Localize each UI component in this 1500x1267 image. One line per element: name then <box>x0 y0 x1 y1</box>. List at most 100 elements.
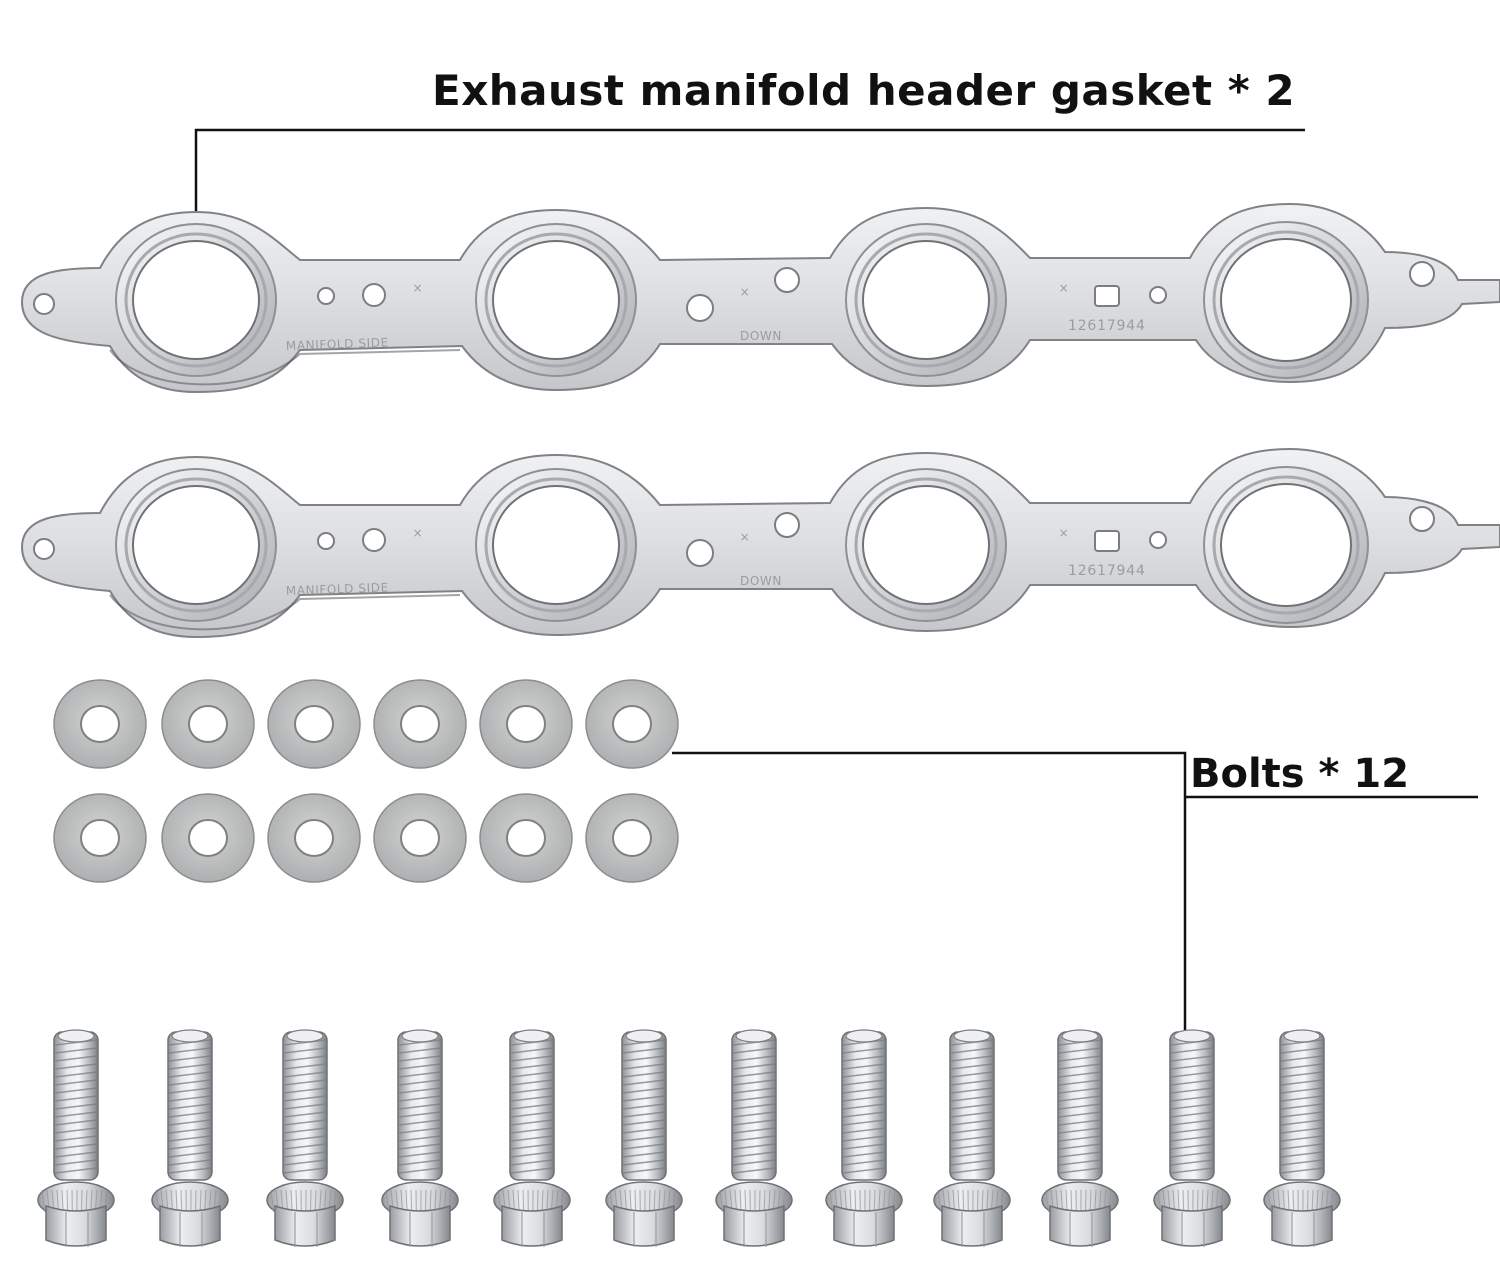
washer-hole <box>81 820 119 856</box>
gasket-square-hole <box>1095 286 1119 306</box>
bolt-tip <box>626 1030 662 1042</box>
gasket-bolt-hole <box>687 540 713 566</box>
gasket-bolt-hole <box>1410 507 1434 531</box>
gasket-bolt-hole <box>1150 532 1166 548</box>
gasket-stamp-manifold-side: MANIFOLD SIDE <box>286 580 389 598</box>
gasket-bolt-hole <box>318 288 334 304</box>
gasket-mark: × <box>1059 281 1070 295</box>
gasket-callout-label: Exhaust manifold header gasket * 2 <box>432 70 1295 112</box>
gasket-bolt-hole <box>687 295 713 321</box>
gasket-mark: × <box>740 285 751 299</box>
bolt-hex-head <box>502 1206 562 1246</box>
bolt-tip <box>58 1030 94 1042</box>
bolt-hex-head <box>834 1206 894 1246</box>
washer-hole <box>613 820 651 856</box>
bolt <box>826 1030 902 1247</box>
gasket-port-hole <box>493 241 619 359</box>
bolt-tip <box>1174 1030 1210 1042</box>
bolt-hex-head <box>1050 1206 1110 1246</box>
washer-hole <box>613 706 651 742</box>
gasket-port-hole <box>493 486 619 604</box>
washer-group <box>54 680 678 882</box>
washer <box>586 794 678 882</box>
gasket-bolt-hole <box>363 284 385 306</box>
bolt-tip <box>736 1030 772 1042</box>
gasket-port-hole <box>1221 484 1351 606</box>
bolt-hex-head <box>160 1206 220 1246</box>
washer-hole <box>189 820 227 856</box>
bolt-tip <box>514 1030 550 1042</box>
bolts-callout-label: Bolts * 12 <box>1190 754 1409 794</box>
bolt <box>267 1030 343 1247</box>
gasket-bolt-hole <box>775 268 799 292</box>
bolt <box>152 1030 228 1247</box>
bolt <box>606 1030 682 1247</box>
bolt-hex-head <box>1272 1206 1332 1246</box>
washer <box>268 794 360 882</box>
gasket-port-hole <box>133 241 259 359</box>
washer <box>374 794 466 882</box>
washer <box>586 680 678 768</box>
bolt-hex-head <box>46 1206 106 1246</box>
bolt-tip <box>172 1030 208 1042</box>
washer-hole <box>507 820 545 856</box>
bolt-tip <box>954 1030 990 1042</box>
bolt-tip <box>1284 1030 1320 1042</box>
gasket-stamp-part-number: 12617944 <box>1068 318 1146 334</box>
bolt-hex-head <box>275 1206 335 1246</box>
bolt <box>382 1030 458 1247</box>
washer-hole <box>81 706 119 742</box>
gasket-mark: × <box>740 530 751 544</box>
bolt-tip <box>287 1030 323 1042</box>
gasket-bolt-hole <box>34 294 54 314</box>
gasket-port-hole <box>1221 239 1351 361</box>
gasket-stamp-down: DOWN <box>740 574 782 588</box>
bolts-callout-line <box>672 753 1185 1040</box>
washer-hole <box>295 706 333 742</box>
bolt <box>1264 1030 1340 1247</box>
washer-hole <box>401 820 439 856</box>
bolt-hex-head <box>1162 1206 1222 1246</box>
gasket-bolt-hole <box>318 533 334 549</box>
washer-hole <box>507 706 545 742</box>
gasket-bolt-hole <box>1150 287 1166 303</box>
gasket-port-hole <box>863 241 989 359</box>
bolt <box>934 1030 1010 1247</box>
washer <box>162 794 254 882</box>
bolt-group <box>38 1030 1340 1247</box>
bolt <box>1154 1030 1230 1247</box>
gasket-port-hole <box>133 486 259 604</box>
gasket-mark: × <box>1059 526 1070 540</box>
washer <box>480 794 572 882</box>
gasket-square-hole <box>1095 531 1119 551</box>
bolt <box>494 1030 570 1247</box>
washer <box>374 680 466 768</box>
gasket-bolt-hole <box>34 539 54 559</box>
gasket-port-hole <box>863 486 989 604</box>
washer <box>54 680 146 768</box>
washer <box>54 794 146 882</box>
washer <box>268 680 360 768</box>
gasket-bolt-hole <box>363 529 385 551</box>
bolt-tip <box>402 1030 438 1042</box>
bolt-hex-head <box>614 1206 674 1246</box>
washer-hole <box>295 820 333 856</box>
gasket-bolt-hole <box>1410 262 1434 286</box>
bolt <box>716 1030 792 1247</box>
gasket-callout-line <box>196 130 1305 212</box>
gasket-mark: × <box>413 281 424 295</box>
gasket-bolt-hole <box>775 513 799 537</box>
washer <box>480 680 572 768</box>
washer-hole <box>401 706 439 742</box>
bolt-tip <box>846 1030 882 1042</box>
washer <box>162 680 254 768</box>
bolt <box>1042 1030 1118 1247</box>
bolt-tip <box>1062 1030 1098 1042</box>
bolt-hex-head <box>942 1206 1002 1246</box>
gasket-stamp-manifold-side: MANIFOLD SIDE <box>286 335 389 353</box>
